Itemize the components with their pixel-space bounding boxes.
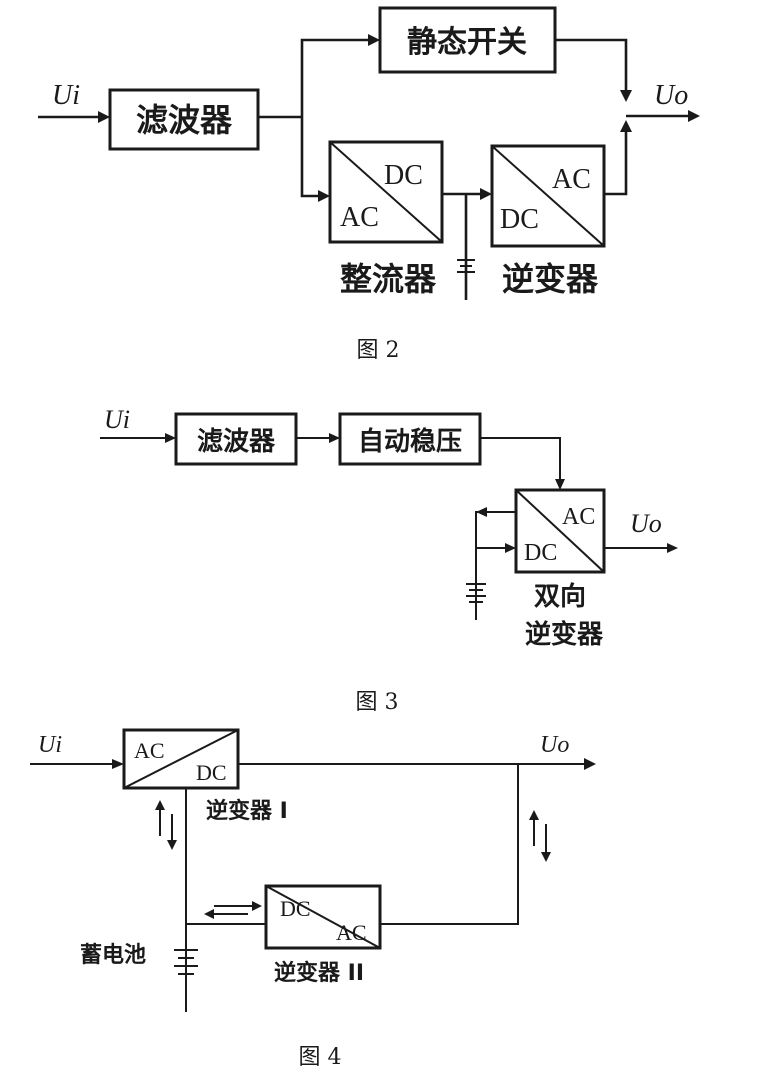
figure-3: Ui 滤波器 自动稳压 AC DC Uo 双向 逆变器 图 3 <box>100 405 678 715</box>
fig2-inverter-diagonal <box>491 145 605 247</box>
fig3-link-arrow <box>329 433 340 443</box>
fig2-inverter-out-arrow <box>620 120 632 132</box>
fig4-inverter2-dc: DC <box>280 896 311 921</box>
fig4-inverter1-label: 逆变器 I <box>206 798 288 824</box>
fig2-input-label: Ui <box>52 80 80 111</box>
fig2-static-switch-label: 静态开关 <box>407 25 527 60</box>
figure-2: Ui 滤波器 静态开关 DC AC AC DC <box>38 6 700 363</box>
fig2-output-arrow <box>688 110 700 122</box>
fig4-output-label: Uo <box>540 732 569 758</box>
fig4-to-inverter2-arrow <box>252 901 262 911</box>
fig4-to-battery-arrow <box>204 909 214 919</box>
fig2-inverter-out-line <box>604 132 628 196</box>
figure-4: Ui AC DC 逆变器 I Uo DC AC 逆变器 II <box>30 728 596 1070</box>
fig2-output-label: Uo <box>654 80 688 111</box>
fig2-main-arrow <box>318 190 330 202</box>
fig3-regulator-label: 自动稳压 <box>358 426 462 457</box>
fig2-rectifier-diagonal <box>329 141 443 243</box>
fig2-switch-out-line <box>555 38 628 92</box>
fig4-right-bus <box>380 764 519 925</box>
fig3-input-label: Ui <box>104 405 130 434</box>
fig4-left-up-arrow <box>155 800 165 810</box>
fig4-inverter2-label: 逆变器 II <box>274 960 364 986</box>
fig2-inverter-ac: AC <box>552 164 591 195</box>
fig4-left-down-arrow <box>167 840 177 850</box>
fig4-inverter1-diagonal <box>123 729 239 789</box>
fig3-converter-dc: DC <box>524 540 557 566</box>
fig3-converter-ac: AC <box>562 504 595 530</box>
fig3-caption: 图 3 <box>356 690 399 715</box>
fig3-to-battery-arrow <box>476 507 487 517</box>
fig2-filter-box <box>108 88 260 151</box>
fig3-output-label: Uo <box>630 509 662 538</box>
fig2-caption: 图 2 <box>357 338 400 363</box>
fig3-reg-out-arrow <box>555 479 565 490</box>
fig4-battery-label: 蓄电池 <box>80 943 146 968</box>
fig2-dc-link-arrow <box>480 188 492 200</box>
fig4-inverter1-ac: AC <box>134 738 165 763</box>
fig3-battery-loop <box>475 511 516 549</box>
fig4-input-label: Ui <box>38 732 62 758</box>
fig3-input-arrow <box>165 433 176 443</box>
fig2-bypass-arrow <box>368 34 380 46</box>
fig3-converter-label-1: 双向 <box>534 581 586 612</box>
fig2-inverter-label: 逆变器 <box>502 260 599 298</box>
fig2-switch-out-arrow <box>620 90 632 102</box>
fig3-regulator-box <box>338 412 482 466</box>
fig2-input-arrow <box>98 111 110 123</box>
fig2-filter-label: 滤波器 <box>136 101 233 139</box>
fig4-inverter2-ac: AC <box>336 920 367 945</box>
fig2-rectifier-label: 整流器 <box>340 260 437 298</box>
fig2-rectifier-dc: DC <box>384 160 423 191</box>
fig2-rectifier-ac: AC <box>340 202 379 233</box>
fig4-output-arrow <box>584 758 596 770</box>
fig3-output-arrow <box>667 543 678 553</box>
fig4-right-up-arrow <box>529 810 539 820</box>
fig4-inverter2-diagonal <box>265 885 381 949</box>
fig2-inverter-dc: DC <box>500 204 539 235</box>
fig2-main-line <box>300 117 322 198</box>
fig3-from-battery-arrow <box>505 543 516 553</box>
fig3-filter-box <box>174 412 298 466</box>
fig2-bypass-line <box>300 38 372 117</box>
fig4-input-arrow <box>112 759 124 769</box>
fig3-converter-label-2: 逆变器 <box>525 619 604 650</box>
fig4-caption: 图 4 <box>299 1045 342 1070</box>
fig4-inverter1-dc: DC <box>196 760 227 785</box>
fig3-filter-label: 滤波器 <box>197 427 276 457</box>
fig3-converter-diagonal <box>515 489 605 573</box>
fig4-right-down-arrow <box>541 852 551 862</box>
fig3-reg-out-line <box>480 437 561 480</box>
